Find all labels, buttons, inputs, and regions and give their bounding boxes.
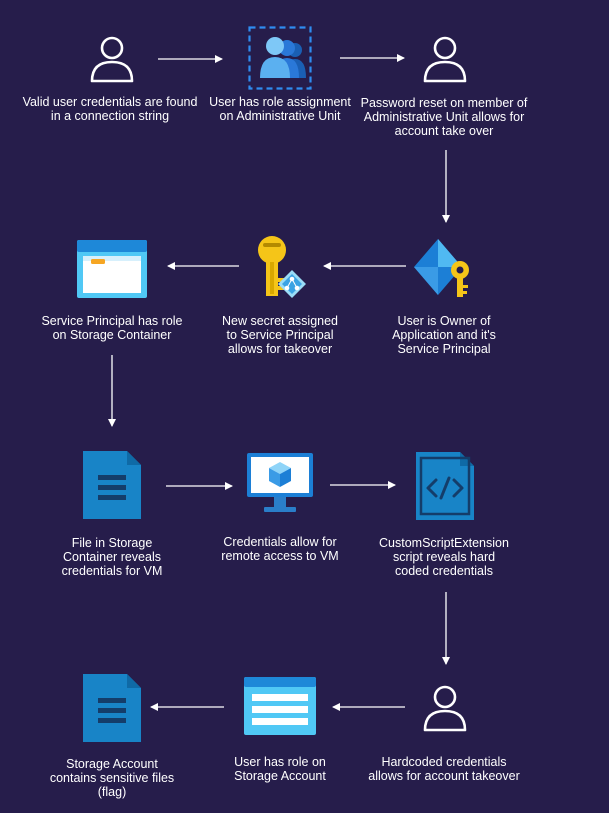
storage-container-icon (77, 240, 147, 303)
code-script-icon (416, 452, 474, 525)
key-secret-icon (250, 234, 310, 307)
virtual-machine-icon (247, 453, 313, 520)
user-outline-icon (420, 683, 470, 738)
user-outline-icon (87, 34, 137, 89)
file-document-icon (83, 674, 141, 747)
administrative-unit-icon (248, 26, 312, 95)
user-outline-icon (420, 34, 470, 89)
storage-account-icon (244, 677, 316, 740)
app-registration-key-icon (412, 237, 478, 306)
file-document-icon (83, 451, 141, 524)
